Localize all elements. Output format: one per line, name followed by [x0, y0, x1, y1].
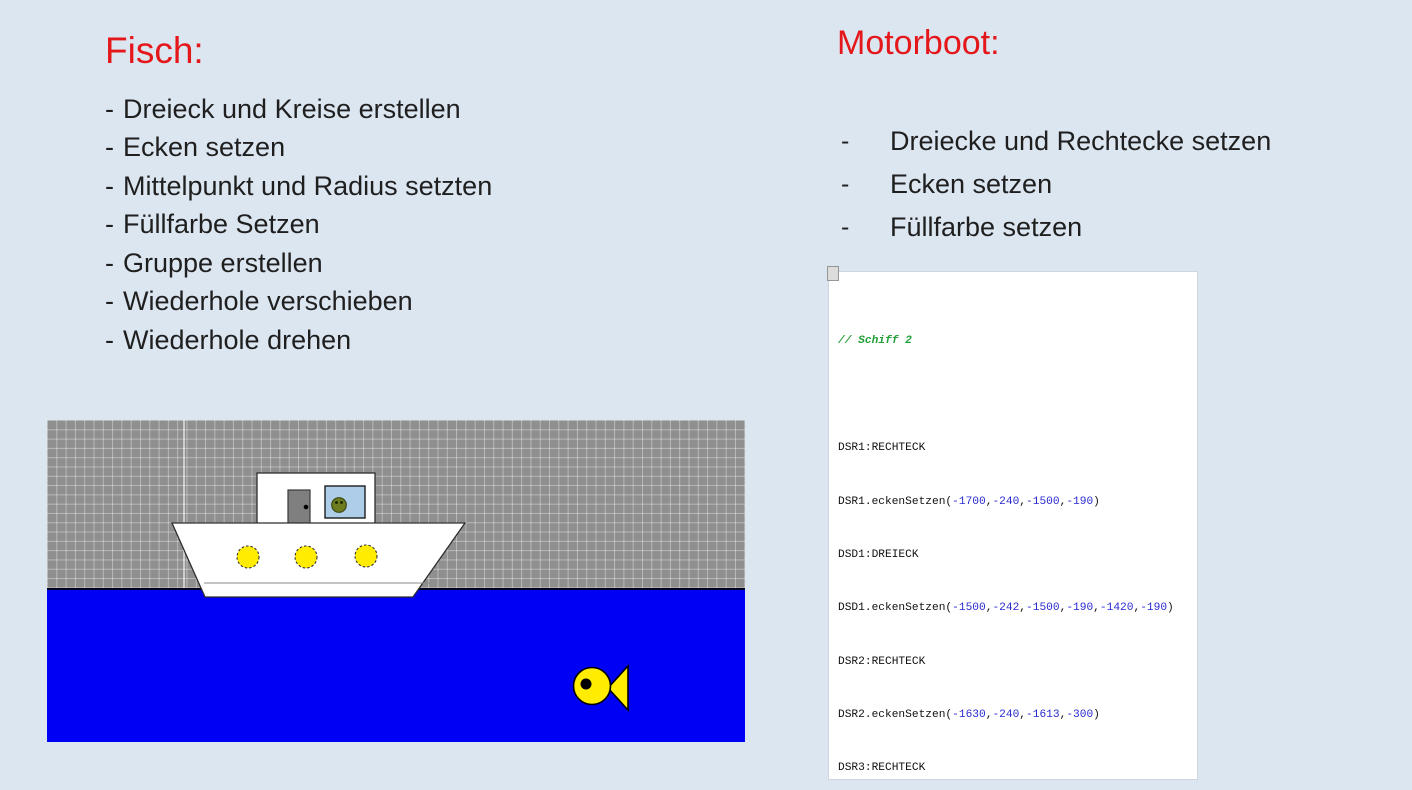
corner-handle-icon — [827, 266, 839, 281]
bullet-dash: - — [841, 127, 850, 155]
list-item: - Wiederhole drehen — [105, 321, 492, 360]
list-item: - Füllfarbe setzen — [841, 206, 1271, 249]
list-item: - Ecken setzen — [841, 163, 1271, 206]
code-line: // Schiff 2 — [838, 335, 912, 348]
list-item: - Füllfarbe Setzen — [105, 206, 492, 245]
grid-axis-line — [183, 420, 185, 588]
bullet-dash: - — [105, 209, 114, 240]
face-eye-right — [340, 501, 343, 504]
fisch-title: Fisch: — [105, 30, 204, 71]
grid-sky-background — [47, 420, 745, 588]
door-handle — [303, 504, 309, 510]
bullet-dash: - — [105, 132, 114, 163]
list-item-label: Wiederhole verschieben — [123, 286, 413, 317]
list-item-label: Dreieck und Kreise erstellen — [123, 93, 461, 124]
bullet-dash: - — [105, 324, 114, 355]
bullet-dash: - — [105, 247, 114, 278]
bullet-dash: - — [841, 170, 850, 198]
code-line: DSD1.eckenSetzen(-1500,-242,-1500,-190,-… — [838, 602, 1174, 615]
window-face — [331, 497, 347, 513]
list-item-label: Wiederhole drehen — [123, 324, 352, 355]
fish-body — [572, 666, 612, 706]
code-line: DSD1:DREIECK — [838, 548, 919, 561]
bullet-dash: - — [105, 93, 114, 124]
fish-tail — [606, 663, 629, 713]
list-item-label: Dreiecke und Rechtecke setzen — [890, 126, 1272, 156]
code-line: DSR1:RECHTECK — [838, 442, 926, 455]
list-item: - Dreiecke und Rechtecke setzen — [841, 120, 1271, 163]
porthole — [236, 545, 260, 569]
code-line: DSR3:RECHTECK — [838, 762, 926, 775]
code-panel: // Schiff 2 DSR1:RECHTECK DSR1.eckenSetz… — [827, 266, 1198, 780]
code-listing: // Schiff 2 DSR1:RECHTECK DSR1.eckenSetz… — [829, 272, 1197, 779]
list-item: - Ecken setzen — [105, 129, 492, 168]
boat-fish-shapes — [170, 472, 629, 713]
code-line: DSR2.eckenSetzen(-1630,-240,-1613,-300) — [838, 709, 1100, 721]
code-line — [838, 389, 1189, 402]
list-item-label: Ecken setzen — [890, 169, 1053, 199]
list-item-label: Ecken setzen — [123, 132, 286, 163]
motorboot-title: Motorboot: — [837, 24, 1000, 62]
list-item-label: Gruppe erstellen — [123, 247, 323, 278]
list-item: - Gruppe erstellen — [105, 244, 492, 283]
fish-eye — [580, 678, 592, 690]
boat-drawing — [47, 420, 745, 742]
list-item-label: Mittelpunkt und Radius setzten — [123, 170, 493, 201]
code-line: DSR1.eckenSetzen(-1700,-240,-1500,-190) — [838, 495, 1100, 508]
list-item: - Mittelpunkt und Radius setzten — [105, 167, 492, 206]
porthole — [354, 544, 378, 568]
list-item-label: Füllfarbe setzen — [890, 212, 1083, 242]
bullet-dash: - — [841, 213, 850, 241]
code-line: DSR2:RECHTECK — [838, 655, 926, 668]
boat-hull — [170, 522, 467, 598]
list-item-label: Füllfarbe Setzen — [123, 209, 320, 240]
porthole — [294, 545, 318, 569]
list-item: - Dreieck und Kreise erstellen — [105, 90, 492, 129]
face-eye-left — [335, 501, 338, 504]
list-item: - Wiederhole verschieben — [105, 283, 492, 322]
motorboot-list: - Dreiecke und Rechtecke setzen - Ecken … — [841, 120, 1271, 249]
bullet-dash: - — [105, 170, 114, 201]
fisch-list: - Dreieck und Kreise erstellen - Ecken s… — [105, 90, 492, 360]
bullet-dash: - — [105, 286, 114, 317]
